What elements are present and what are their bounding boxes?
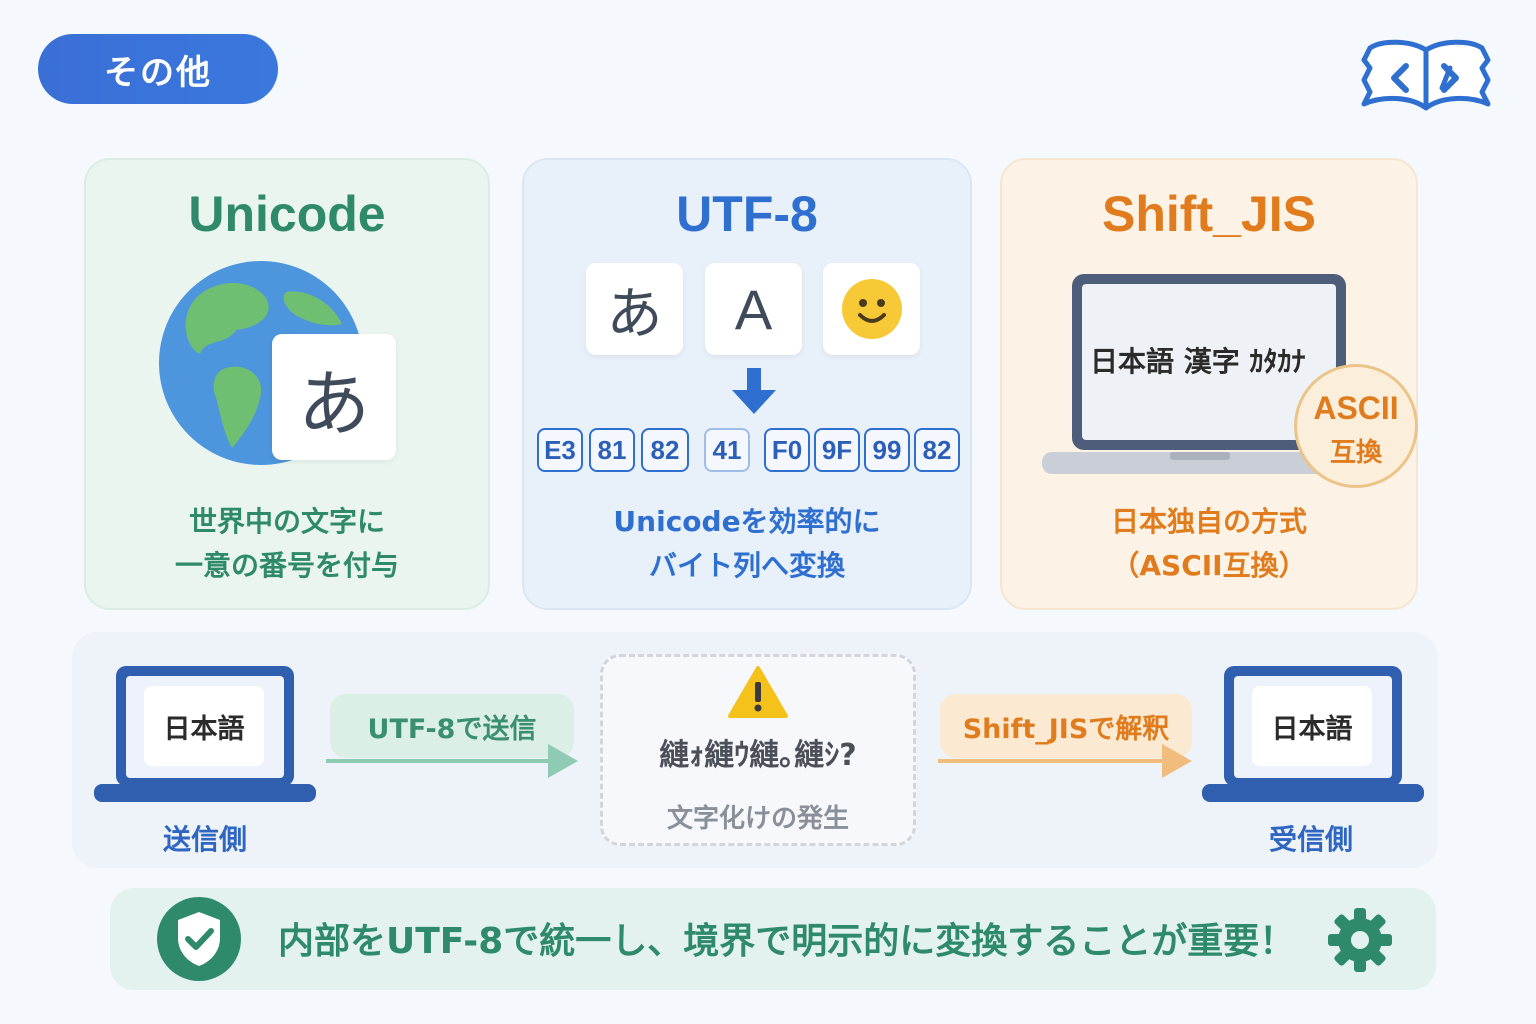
utf8-byte: 82 — [641, 428, 689, 472]
book-code-icon — [1361, 39, 1491, 111]
unicode-sample-char: あ — [272, 334, 396, 460]
receiver-label: 受信側 — [1268, 823, 1353, 856]
utf8-title: UTF-8 — [676, 186, 818, 242]
shield-check-icon — [157, 897, 241, 981]
utf8-desc-line1: Unicodeを効率的に — [613, 505, 881, 538]
garbled-text: 縺ｫ縺ｳ縺｡縺ｼ? — [659, 738, 857, 773]
utf8-byte: 9F — [814, 428, 860, 472]
utf8-byte: F0 — [764, 428, 810, 472]
sjis-desc-line2: （ASCII互換） — [1111, 549, 1307, 582]
sjis-screen-text: 日本語 漢字 ｶﾀｶﾅ — [1090, 345, 1306, 378]
warning-icon — [728, 666, 788, 718]
utf8-byte: 99 — [864, 428, 910, 472]
unicode-desc-line1: 世界中の文字に — [188, 505, 385, 538]
utf8-byte: 82 — [914, 428, 960, 472]
summary-text: 内部をUTF-8で統一し、境界で明示的に変換することが重要！ — [278, 921, 1296, 962]
unicode-desc-line2: 一意の番号を付与 — [174, 549, 399, 582]
sender-screen-text: 日本語 — [144, 686, 264, 766]
interpret-arrow — [938, 744, 1192, 778]
summary-bar — [110, 888, 1436, 990]
laptop-icon — [1042, 274, 1358, 474]
gear-icon — [1328, 908, 1392, 972]
utf8-byte: E3 — [537, 428, 583, 472]
utf8-char-emoji — [823, 263, 920, 355]
interpret-sjis-label: Shift_JISで解釈 — [940, 694, 1192, 758]
unicode-title: Unicode — [188, 186, 386, 242]
send-arrow — [326, 744, 578, 778]
send-utf8-label: UTF-8で送信 — [330, 694, 574, 758]
sender-label: 送信側 — [162, 823, 247, 856]
utf8-byte: 41 — [704, 428, 750, 472]
ascii-badge-line2: 互換 — [1329, 438, 1382, 468]
utf8-char-hiragana: あ — [586, 263, 683, 355]
ascii-badge-line1: ASCII — [1313, 390, 1399, 426]
ascii-compat-badge — [1294, 364, 1418, 488]
sjis-desc-line1: 日本独自の方式 — [1110, 505, 1307, 538]
section-badge: その他 — [38, 34, 278, 104]
utf8-byte: 81 — [589, 428, 635, 472]
utf8-desc-line2: バイト列へ変換 — [648, 549, 845, 582]
smiley-icon — [841, 279, 902, 339]
receiver-screen-text: 日本語 — [1252, 686, 1372, 766]
sjis-title: Shift_JIS — [1102, 186, 1316, 242]
down-arrow-icon — [732, 368, 776, 414]
garbled-caption: 文字化けの発生 — [666, 804, 849, 834]
utf8-char-latin: A — [705, 263, 802, 355]
